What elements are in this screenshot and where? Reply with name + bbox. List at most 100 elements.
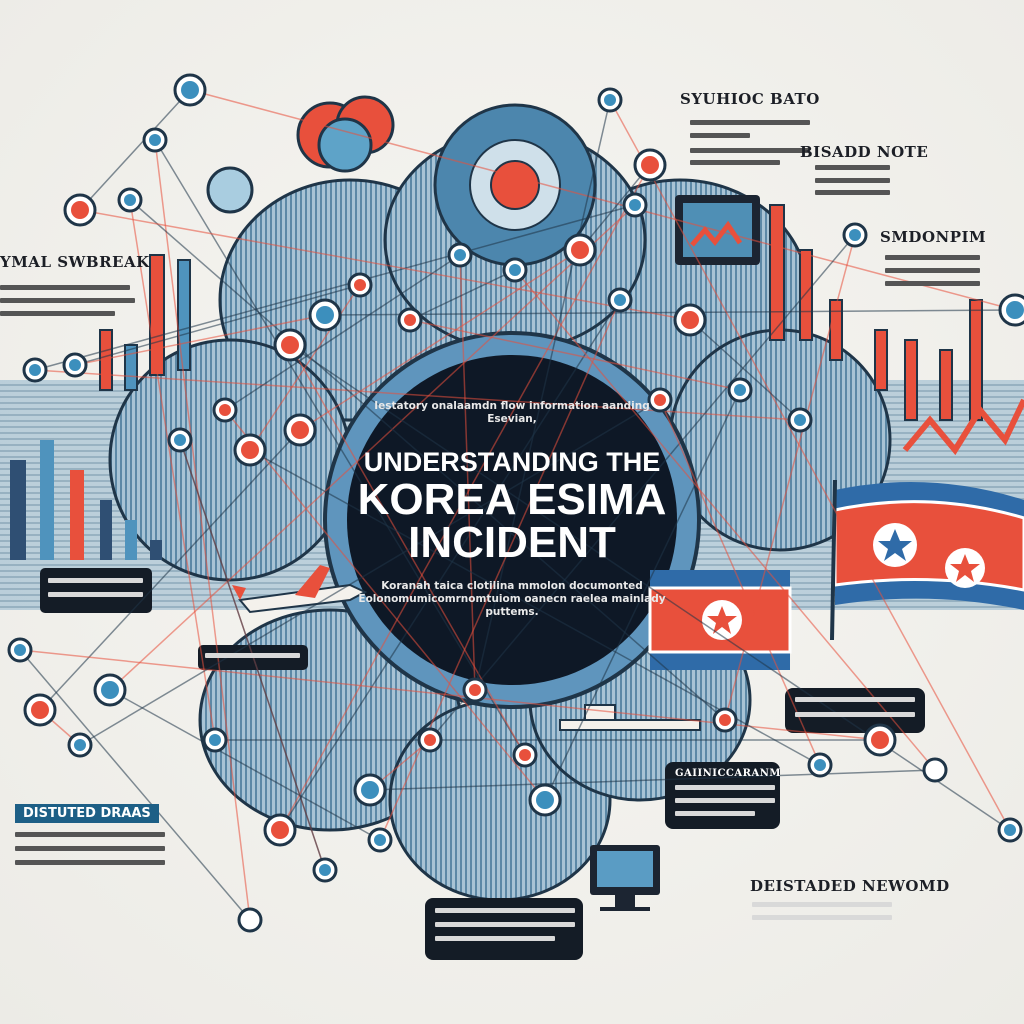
text-line — [675, 811, 755, 816]
center-description: Koranah taica clotilina mmolon documonte… — [358, 580, 666, 618]
text-line — [15, 832, 165, 837]
network-node-icon — [142, 127, 168, 153]
network-node-icon — [842, 222, 868, 248]
text-line — [815, 178, 890, 183]
network-link — [74, 284, 361, 366]
heading-right-mid: SMDONPIM — [880, 228, 987, 246]
network-link — [224, 409, 546, 801]
network-node-icon — [528, 783, 562, 817]
network-link — [19, 649, 881, 741]
network-node-icon — [447, 242, 473, 268]
network-node-icon — [998, 293, 1024, 327]
network-link — [34, 204, 636, 371]
text-line — [795, 712, 915, 717]
bar-chart-right — [769, 204, 1024, 456]
text-line — [752, 915, 892, 920]
text-line — [885, 255, 980, 260]
network-link — [224, 254, 461, 411]
network-link — [409, 269, 516, 321]
text-line — [675, 798, 775, 803]
network-link — [324, 309, 1016, 316]
network-node-icon — [212, 397, 238, 423]
callout-heading: GAIINICCARANM — [675, 768, 781, 779]
text-line — [435, 908, 575, 913]
ship-icon — [559, 704, 701, 731]
network-node-icon — [787, 407, 813, 433]
network-node-icon — [563, 233, 597, 267]
network-node-icon — [93, 673, 127, 707]
network-node-icon — [23, 693, 57, 727]
text-line — [675, 785, 775, 790]
network-link — [154, 139, 251, 921]
network-node-icon — [512, 742, 538, 768]
text-line — [48, 578, 143, 583]
network-node-icon — [308, 298, 342, 332]
text-line — [0, 311, 115, 316]
network-link — [689, 319, 801, 421]
center-intro: Iestatory onalaamdn flow information aan… — [374, 400, 650, 425]
network-link — [19, 649, 251, 921]
network-node-icon — [283, 413, 317, 447]
network-link — [429, 234, 856, 741]
network-node-icon — [167, 427, 193, 453]
network-node-icon — [367, 827, 393, 853]
text-line — [690, 160, 780, 165]
network-node-icon — [502, 257, 528, 283]
network-link — [109, 204, 636, 691]
text-line — [15, 860, 165, 865]
text-line — [690, 120, 810, 125]
network-node-icon — [63, 193, 97, 227]
network-node-icon — [863, 723, 897, 757]
network-link — [724, 234, 856, 721]
text-line — [885, 281, 980, 286]
network-link — [279, 299, 621, 831]
network-node-icon — [622, 192, 648, 218]
network-link — [579, 164, 651, 251]
network-nodes — [7, 73, 1024, 933]
text-line — [815, 190, 890, 195]
text-line — [0, 298, 135, 303]
network-link — [129, 199, 216, 741]
network-link — [474, 99, 611, 691]
network-node-icon — [727, 377, 753, 403]
network-link — [514, 269, 936, 771]
network-node-icon — [607, 287, 633, 313]
text-line — [752, 902, 892, 907]
text-line — [885, 268, 980, 273]
network-link — [79, 89, 191, 211]
network-node-icon — [922, 757, 948, 783]
bar-chart-left — [10, 254, 191, 560]
network-node-icon — [67, 732, 93, 758]
network-node-icon — [22, 357, 48, 383]
network-node-icon — [347, 272, 373, 298]
heading-left-top: YMAL SWBREAK — [0, 253, 150, 271]
text-line — [0, 285, 130, 290]
title-line-3: INCIDENT — [408, 518, 616, 567]
network-link — [79, 209, 691, 321]
network-node-icon — [173, 73, 207, 107]
heading-left-bottom: DISTUTED DRAAS — [15, 804, 159, 823]
flag-icon — [648, 479, 1024, 670]
network-node-icon — [117, 187, 143, 213]
network-link — [39, 429, 301, 711]
network-link — [109, 689, 381, 841]
network-node-icon — [263, 813, 297, 847]
cloud-icon — [206, 95, 395, 214]
network-link — [409, 319, 741, 391]
network-node-icon — [597, 87, 623, 113]
network-node-icon — [462, 677, 488, 703]
network-link — [74, 314, 326, 366]
network-node-icon — [237, 907, 263, 933]
network-node-icon — [997, 817, 1023, 843]
center-disc — [347, 355, 677, 685]
text-line — [15, 846, 165, 851]
network-node-icon — [273, 328, 307, 362]
text-line — [435, 922, 575, 927]
network-link — [659, 399, 821, 766]
network-link — [79, 399, 661, 746]
network-node-icon — [353, 773, 387, 807]
network-link — [189, 89, 1016, 311]
network-node-icon — [62, 352, 88, 378]
heading-bottom-right: DEISTADED NEWOMD — [750, 877, 950, 895]
